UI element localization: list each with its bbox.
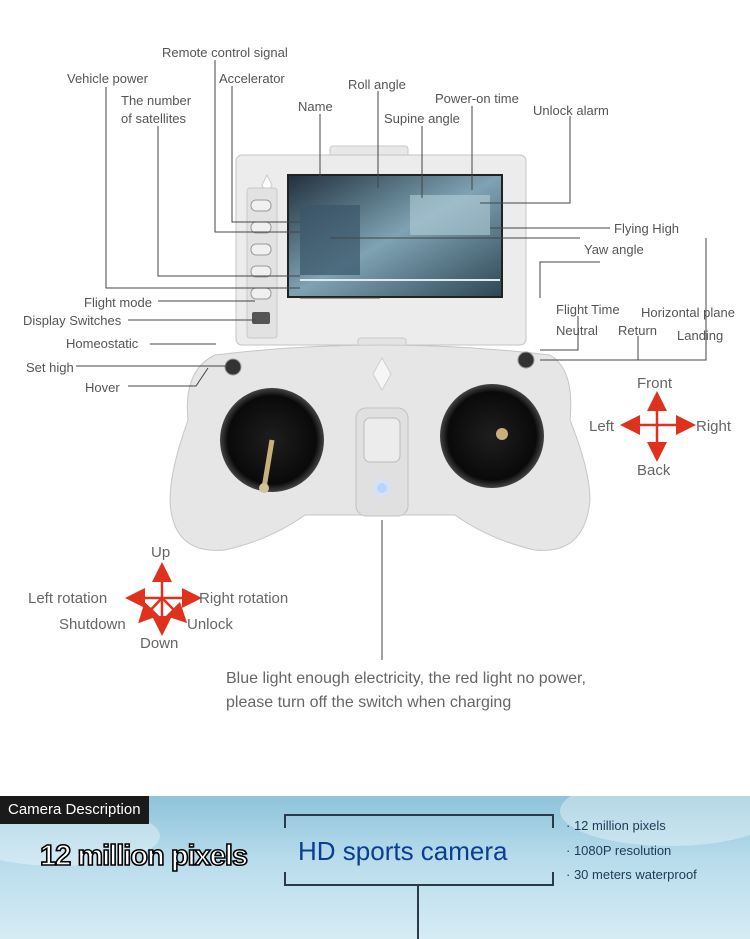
controller-body [169, 337, 591, 551]
callout-flight-time: Flight Time [556, 302, 620, 317]
camera-product-name: HD sports camera [298, 836, 508, 866]
callout-display-switches: Display Switches [23, 313, 122, 328]
direction-back: Back [637, 462, 671, 479]
callout-unlock-alarm: Unlock alarm [533, 103, 609, 118]
callout-remote-control-signal: Remote control signal [162, 45, 288, 60]
feature-text: 12 million pixels [573, 818, 666, 833]
controller-diagram: Remote control signal Vehicle power Acce… [23, 45, 735, 711]
monitor-unit [235, 145, 527, 346]
controller-illustration [76, 60, 707, 660]
camera-description-tag: Camera Description [0, 796, 149, 824]
callout-homeostatic: Homeostatic [66, 336, 139, 351]
callout-name: Name [298, 99, 333, 114]
direction-right-rotation: Right rotation [199, 590, 289, 607]
direction-unlock: Unlock [187, 616, 233, 633]
bracket-top [284, 814, 554, 828]
callout-yaw-angle: Yaw angle [584, 242, 644, 257]
direction-shutdown: Shutdown [59, 616, 126, 633]
bracket-bottom [284, 872, 554, 886]
direction-right: Right [696, 418, 732, 435]
callout-vehicle-power: Vehicle power [67, 71, 148, 86]
feature-item: · 12 million pixels [566, 818, 666, 833]
leader-lines [76, 60, 707, 660]
callout-flight-mode: Flight mode [84, 295, 152, 310]
feature-text: 30 meters waterproof [573, 867, 697, 882]
callout-accelerator: Accelerator [219, 71, 285, 86]
callout-return: Return [618, 323, 658, 338]
direction-left-rotation: Left rotation [28, 590, 108, 607]
camera-headline: 12 million pixels [39, 839, 249, 873]
callout-satellites-line2: of satellites [121, 111, 187, 126]
callout-satellites-line1: The number [121, 93, 192, 108]
power-note-line2: please turn off the switch when charging [226, 694, 512, 711]
direction-front: Front [637, 375, 673, 392]
callout-neutral: Neutral [556, 323, 598, 338]
direction-left: Left [589, 418, 615, 435]
camera-banner: Camera Description 12 million pixels HD … [0, 796, 750, 939]
callout-flying-high: Flying High [614, 221, 680, 236]
callout-roll-angle: Roll angle [348, 77, 406, 92]
direction-down: Down [140, 635, 179, 652]
right-stick-arrows [620, 391, 696, 462]
feature-item: · 1080P resolution [566, 843, 672, 858]
callout-horizontal-plane: Horizontal plane [641, 305, 735, 320]
callout-hover: Hover [85, 380, 120, 395]
left-stick-arrows [125, 562, 202, 636]
power-note-line1: Blue light enough electricity, the red l… [226, 670, 586, 687]
callout-power-on-time: Power-on time [435, 91, 519, 106]
callout-supine-angle: Supine angle [384, 111, 460, 126]
feature-text: 1080P resolution [573, 843, 672, 858]
callout-set-high: Set high [26, 360, 74, 375]
connector-line [417, 884, 419, 939]
direction-up: Up [151, 544, 171, 561]
feature-item: · 30 meters waterproof [566, 867, 697, 882]
callout-landing: Landing [677, 328, 724, 343]
